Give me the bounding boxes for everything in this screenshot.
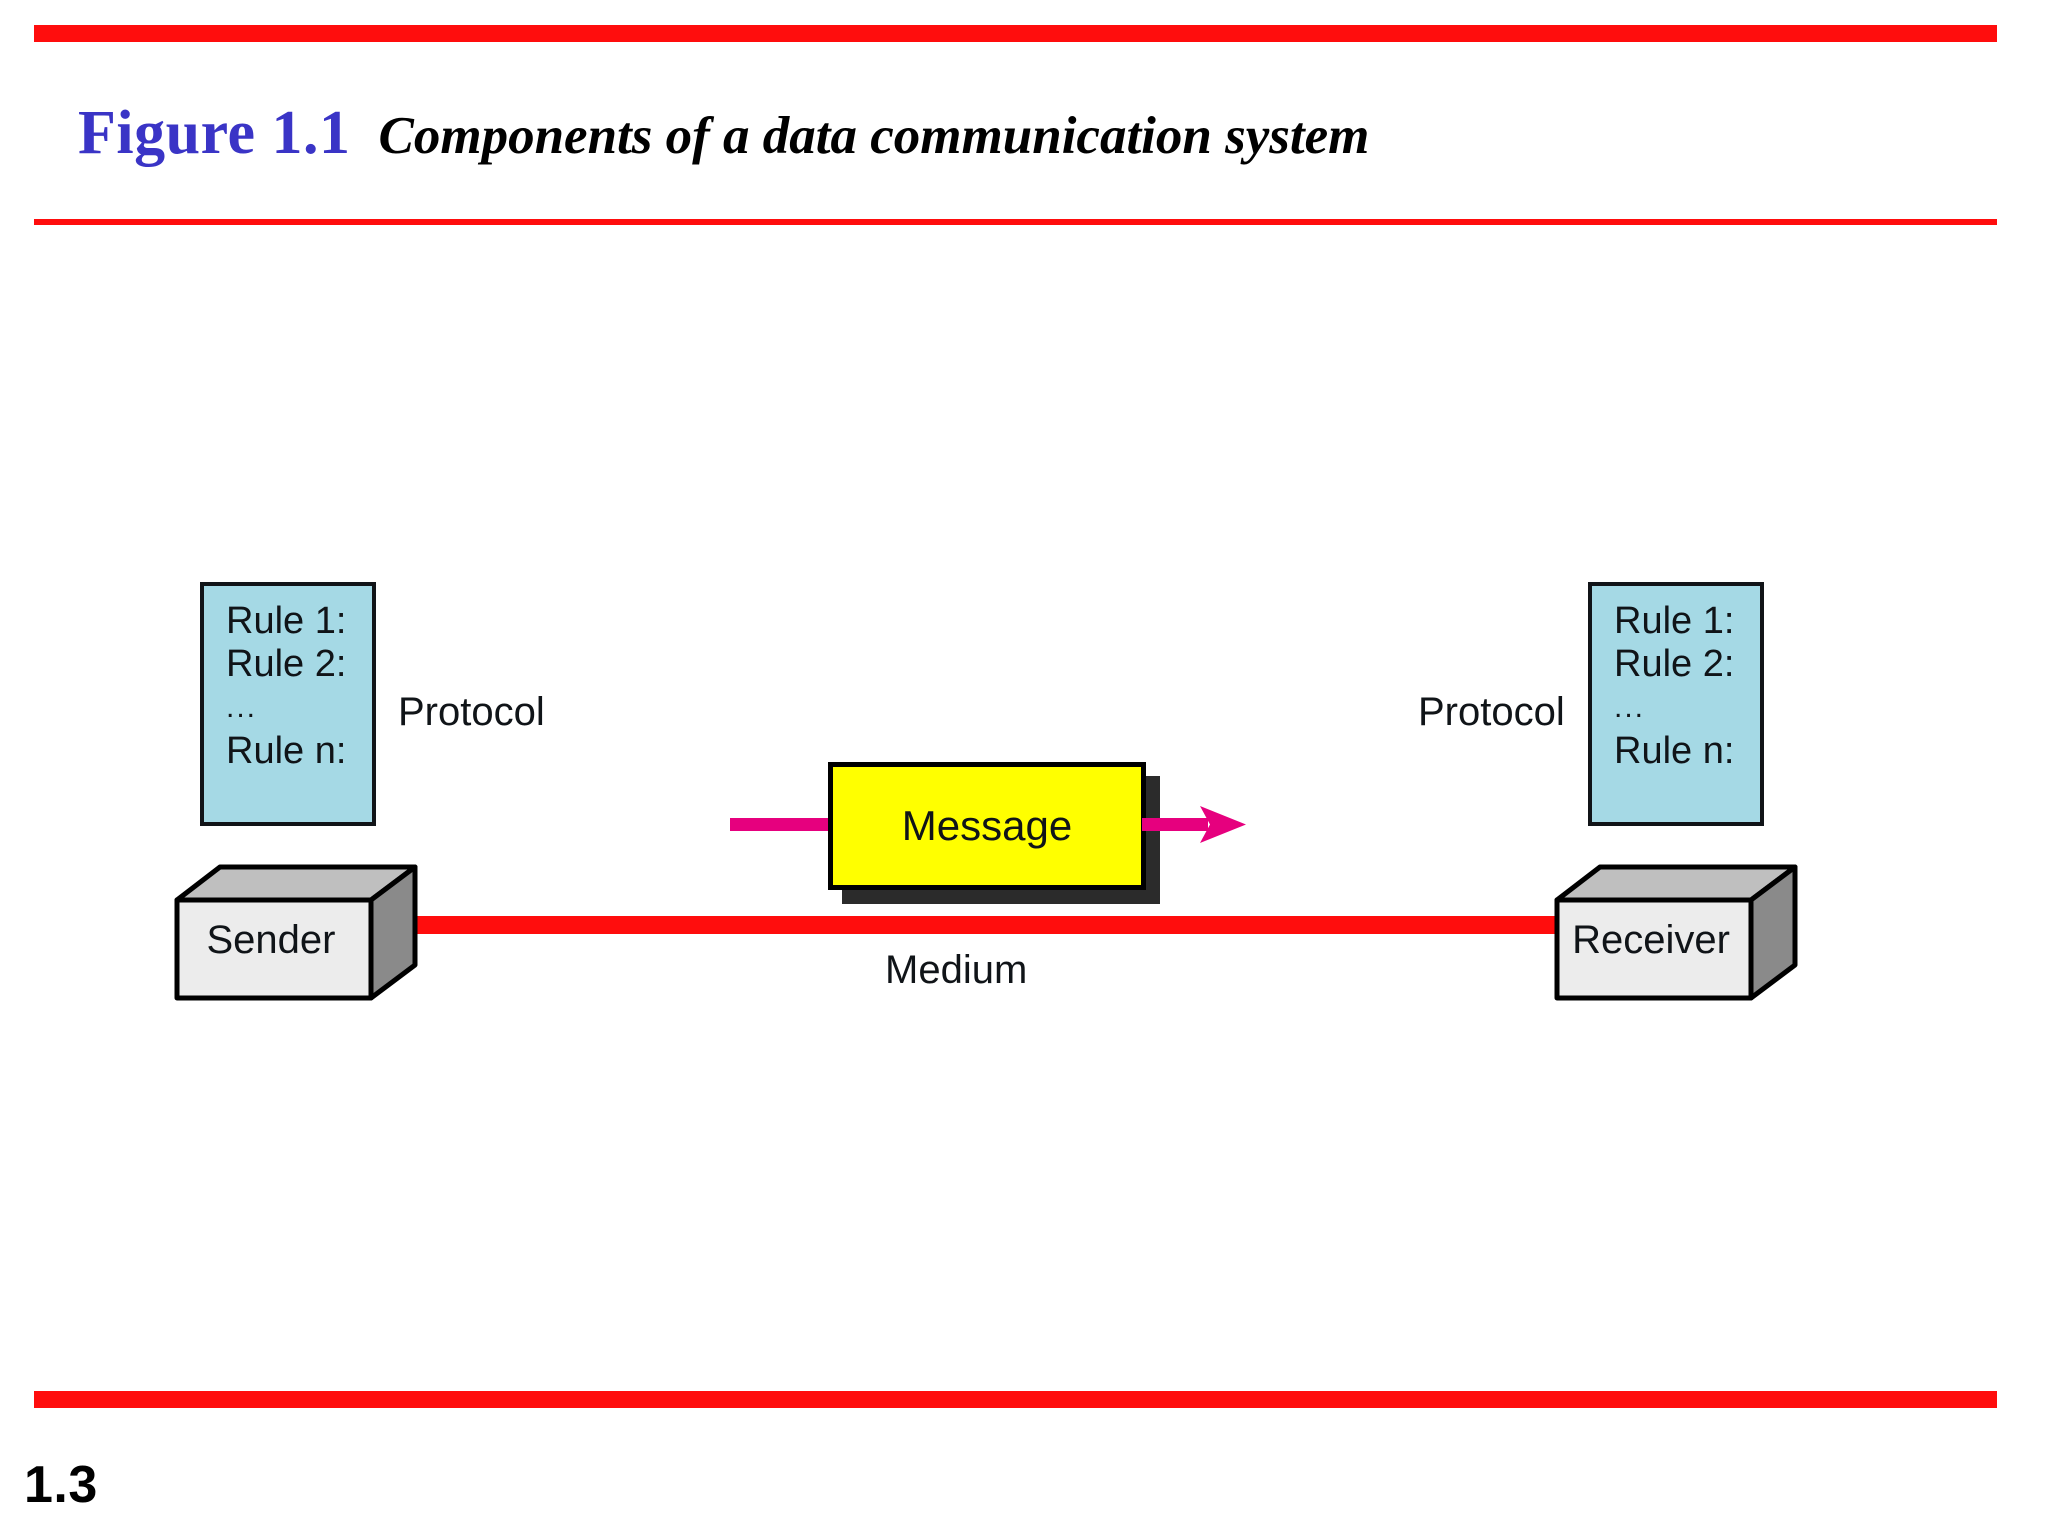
sender-label: Sender <box>206 918 336 962</box>
top-red-rule <box>34 25 1997 42</box>
page-title: Figure 1.1 Components of a data communic… <box>78 98 1369 178</box>
receiver-node: Receiver <box>1552 862 1822 1002</box>
rule-line-n: Rule n: <box>1614 730 1735 773</box>
figure-number-label: Figure 1.1 <box>78 99 351 167</box>
protocol-rules-box-receiver: Rule 1: Rule 2: ... Rule n: <box>1588 582 1764 826</box>
rule-line-2: Rule 2: <box>1614 642 1735 685</box>
sender-cube-shape <box>174 864 418 1001</box>
rule-line-1: Rule 1: <box>1614 600 1735 642</box>
medium-link-line <box>368 916 1560 934</box>
rule-line-2: Rule 2: <box>226 642 347 685</box>
bottom-red-rule <box>34 1391 1997 1408</box>
slide-number: 1.3 <box>24 1456 98 1514</box>
message-box: Message <box>828 762 1146 890</box>
receiver-cube-shape <box>1554 864 1798 1001</box>
message-inbound-arrow-line <box>730 818 834 831</box>
protocol-label-sender: Protocol <box>398 690 545 734</box>
rule-line-1: Rule 1: <box>226 600 347 642</box>
message-outbound-arrow <box>1142 800 1252 850</box>
rule-line-ellipsis: ... <box>226 691 258 725</box>
protocol-rules-box-sender: Rule 1: Rule 2: ... Rule n: <box>200 582 376 826</box>
receiver-label: Receiver <box>1572 918 1730 962</box>
sender-node: Sender <box>172 862 442 1002</box>
title-divider-rule <box>34 219 1997 225</box>
figure-caption-text: Components of a data communication syste… <box>378 107 1370 165</box>
rule-line-n: Rule n: <box>226 730 347 773</box>
arrow-right-icon <box>1142 806 1246 843</box>
medium-label: Medium <box>885 948 1028 992</box>
rule-line-ellipsis: ... <box>1614 691 1646 725</box>
protocol-label-receiver: Protocol <box>1418 690 1565 734</box>
